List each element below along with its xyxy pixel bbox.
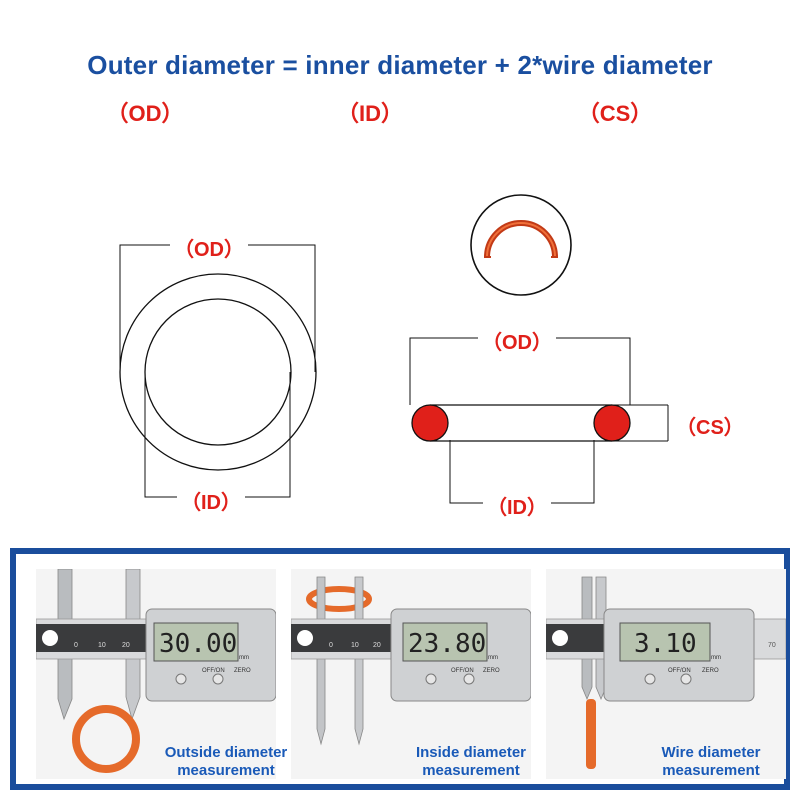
- measurement-photo-1: 0 10 20 30.00 mm OFF/ON ZERO: [35, 568, 277, 779]
- diagram-canvas: [119, 194, 669, 504]
- ring-od-label: （OD）: [170, 233, 248, 262]
- section-left-circle: [411, 404, 449, 442]
- lcd-reading-2: 23.80: [408, 629, 486, 659]
- section-diagram: [409, 337, 669, 504]
- zoom-circle: [470, 194, 572, 296]
- seal-arc-highlight: [486, 222, 556, 258]
- ring-diagram: [119, 244, 317, 498]
- caption-wire-line1: Wire diameter: [661, 744, 761, 761]
- inner-circle: [144, 298, 292, 446]
- measurement-photo-3: 70 3.10 mm OFF/ON ZERO: [545, 569, 787, 779]
- od-dimension-line: [119, 244, 316, 372]
- cs-zoom: [470, 194, 572, 296]
- caption-wire-line2: measurement: [662, 762, 760, 779]
- outer-circle: [119, 273, 317, 471]
- caption-inside-line2: measurement: [422, 762, 520, 779]
- scale-tick-70: 70: [768, 642, 776, 649]
- abbr-od: （OD）: [106, 101, 184, 126]
- scale-tick-0: 0: [329, 642, 333, 649]
- button-off-on-3: OFF/ON: [668, 668, 691, 674]
- section-cs-label: （CS）: [672, 411, 748, 440]
- button-zero-3: ZERO: [702, 668, 719, 674]
- scale-tick-20: 20: [122, 642, 130, 649]
- caption-inside: Inside diameter measurement: [391, 744, 551, 780]
- caliper-1: 0 10 20 30.00 mm OFF/ON ZERO: [35, 568, 277, 779]
- oring-3: [586, 699, 596, 769]
- caption-outside: Outside diameter measurement: [146, 744, 306, 780]
- caption-inside-line1: Inside diameter: [415, 744, 527, 761]
- button-zero-1: ZERO: [234, 668, 251, 674]
- ring-id-label: （ID）: [177, 486, 245, 515]
- id-dimension-line: [144, 372, 291, 498]
- abbr-id: （ID）: [336, 101, 403, 126]
- headline: Outer diameter = inner diameter + 2*wire…: [87, 50, 713, 80]
- oring-1: [72, 705, 140, 773]
- caption-wire: Wire diameter measurement: [636, 744, 786, 780]
- caption-outside-line1: Outside diameter: [164, 744, 288, 761]
- caption-outside-line2: measurement: [177, 762, 275, 779]
- scale-tick-20: 20: [373, 642, 381, 649]
- lcd-unit-1: mm: [239, 655, 249, 661]
- scale-tick-0: 0: [74, 642, 78, 649]
- section-od-label: （OD）: [478, 326, 556, 355]
- section-right-circle: [593, 404, 631, 442]
- lcd-reading-3: 3.10: [634, 629, 697, 659]
- oring-2: [306, 586, 372, 612]
- button-zero-2: ZERO: [483, 668, 500, 674]
- measurement-panel: 0 10 20 30.00 mm OFF/ON ZERO 0 10 20: [10, 548, 790, 790]
- lcd-reading-1: 30.00: [159, 629, 237, 659]
- measurement-photo-2: 0 10 20 23.80 mm OFF/ON ZERO: [290, 569, 532, 779]
- abbr-cs: （CS）: [577, 101, 653, 126]
- button-off-on-1: OFF/ON: [202, 668, 225, 674]
- button-off-on-2: OFF/ON: [451, 668, 474, 674]
- section-id-label: （ID）: [483, 491, 551, 520]
- scale-tick-10: 10: [351, 642, 359, 649]
- scale-tick-10: 10: [98, 642, 106, 649]
- caliper-2: 0 10 20 23.80 mm OFF/ON ZERO: [290, 569, 532, 779]
- caliper-3: 70 3.10 mm OFF/ON ZERO: [545, 569, 787, 779]
- lcd-unit-2: mm: [488, 655, 498, 661]
- lcd-unit-3: mm: [711, 655, 721, 661]
